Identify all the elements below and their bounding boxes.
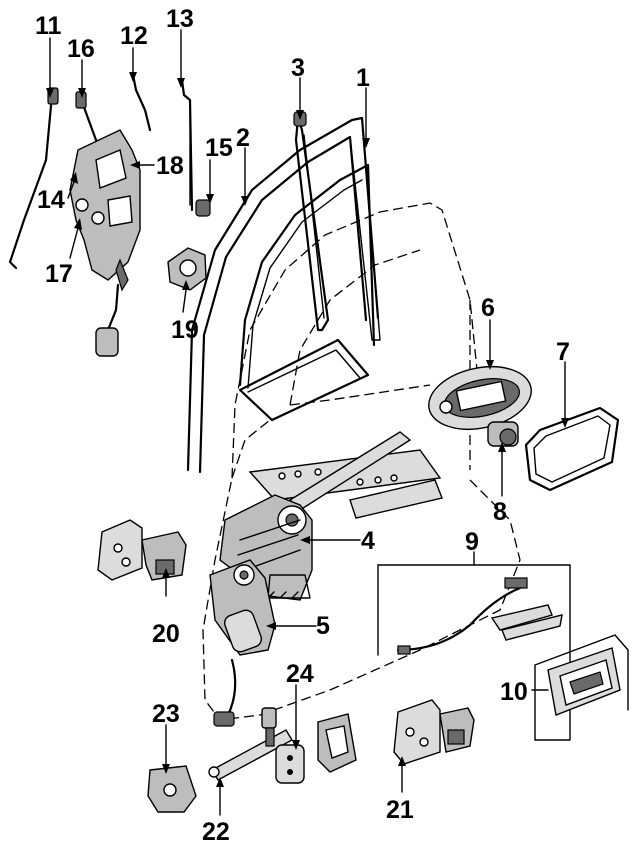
- inside-door-handle: [534, 634, 629, 741]
- label-14: 14: [37, 186, 65, 214]
- label-23: 23: [152, 700, 180, 728]
- label-11: 11: [35, 12, 62, 40]
- lock-rods: [8, 73, 194, 270]
- label-4: 4: [361, 527, 375, 555]
- label-24: 24: [286, 660, 314, 688]
- door-sash-frame: [186, 116, 381, 474]
- window-regulator: [219, 431, 443, 601]
- glass-run-channel: [238, 163, 376, 389]
- label-2: 2: [236, 124, 250, 152]
- label-6: 6: [481, 294, 495, 322]
- label-19: 19: [171, 316, 199, 344]
- label-17: 17: [45, 260, 73, 288]
- label-18: 18: [156, 152, 184, 180]
- leader-arrowheads: [46, 72, 569, 787]
- lock-switch: [487, 421, 519, 447]
- label-1: 1: [356, 64, 370, 92]
- handle-gasket: [524, 406, 620, 492]
- door-check-link: [208, 707, 293, 781]
- callout-labels: 1 2 3 4 5 6 7 8 9 10 11 12 13 14 15 16 1…: [35, 5, 570, 846]
- lower-hinge: [393, 699, 475, 765]
- upper-hinge: [97, 519, 187, 581]
- label-22: 22: [202, 818, 230, 846]
- remote-cable-box: [377, 564, 571, 741]
- label-13: 13: [166, 5, 194, 33]
- label-9: 9: [465, 528, 479, 556]
- label-3: 3: [291, 54, 305, 82]
- label-7: 7: [556, 338, 570, 366]
- door-bumper: [275, 713, 357, 784]
- label-16: 16: [67, 35, 95, 63]
- lock-cylinder: [167, 247, 207, 291]
- window-motor: [209, 559, 276, 727]
- rod-clip: [195, 199, 211, 217]
- label-20: 20: [152, 620, 180, 648]
- label-10: 10: [500, 678, 528, 706]
- door-glass: [238, 338, 370, 422]
- label-8: 8: [493, 498, 507, 526]
- label-12: 12: [120, 22, 148, 50]
- label-5: 5: [316, 612, 330, 640]
- label-15: 15: [205, 134, 233, 162]
- door-lock-actuator: [69, 129, 141, 357]
- leader-lines: [49, 29, 566, 816]
- striker-cover: [147, 765, 197, 813]
- label-21: 21: [386, 796, 414, 824]
- inside-handle-bezel: [428, 366, 532, 430]
